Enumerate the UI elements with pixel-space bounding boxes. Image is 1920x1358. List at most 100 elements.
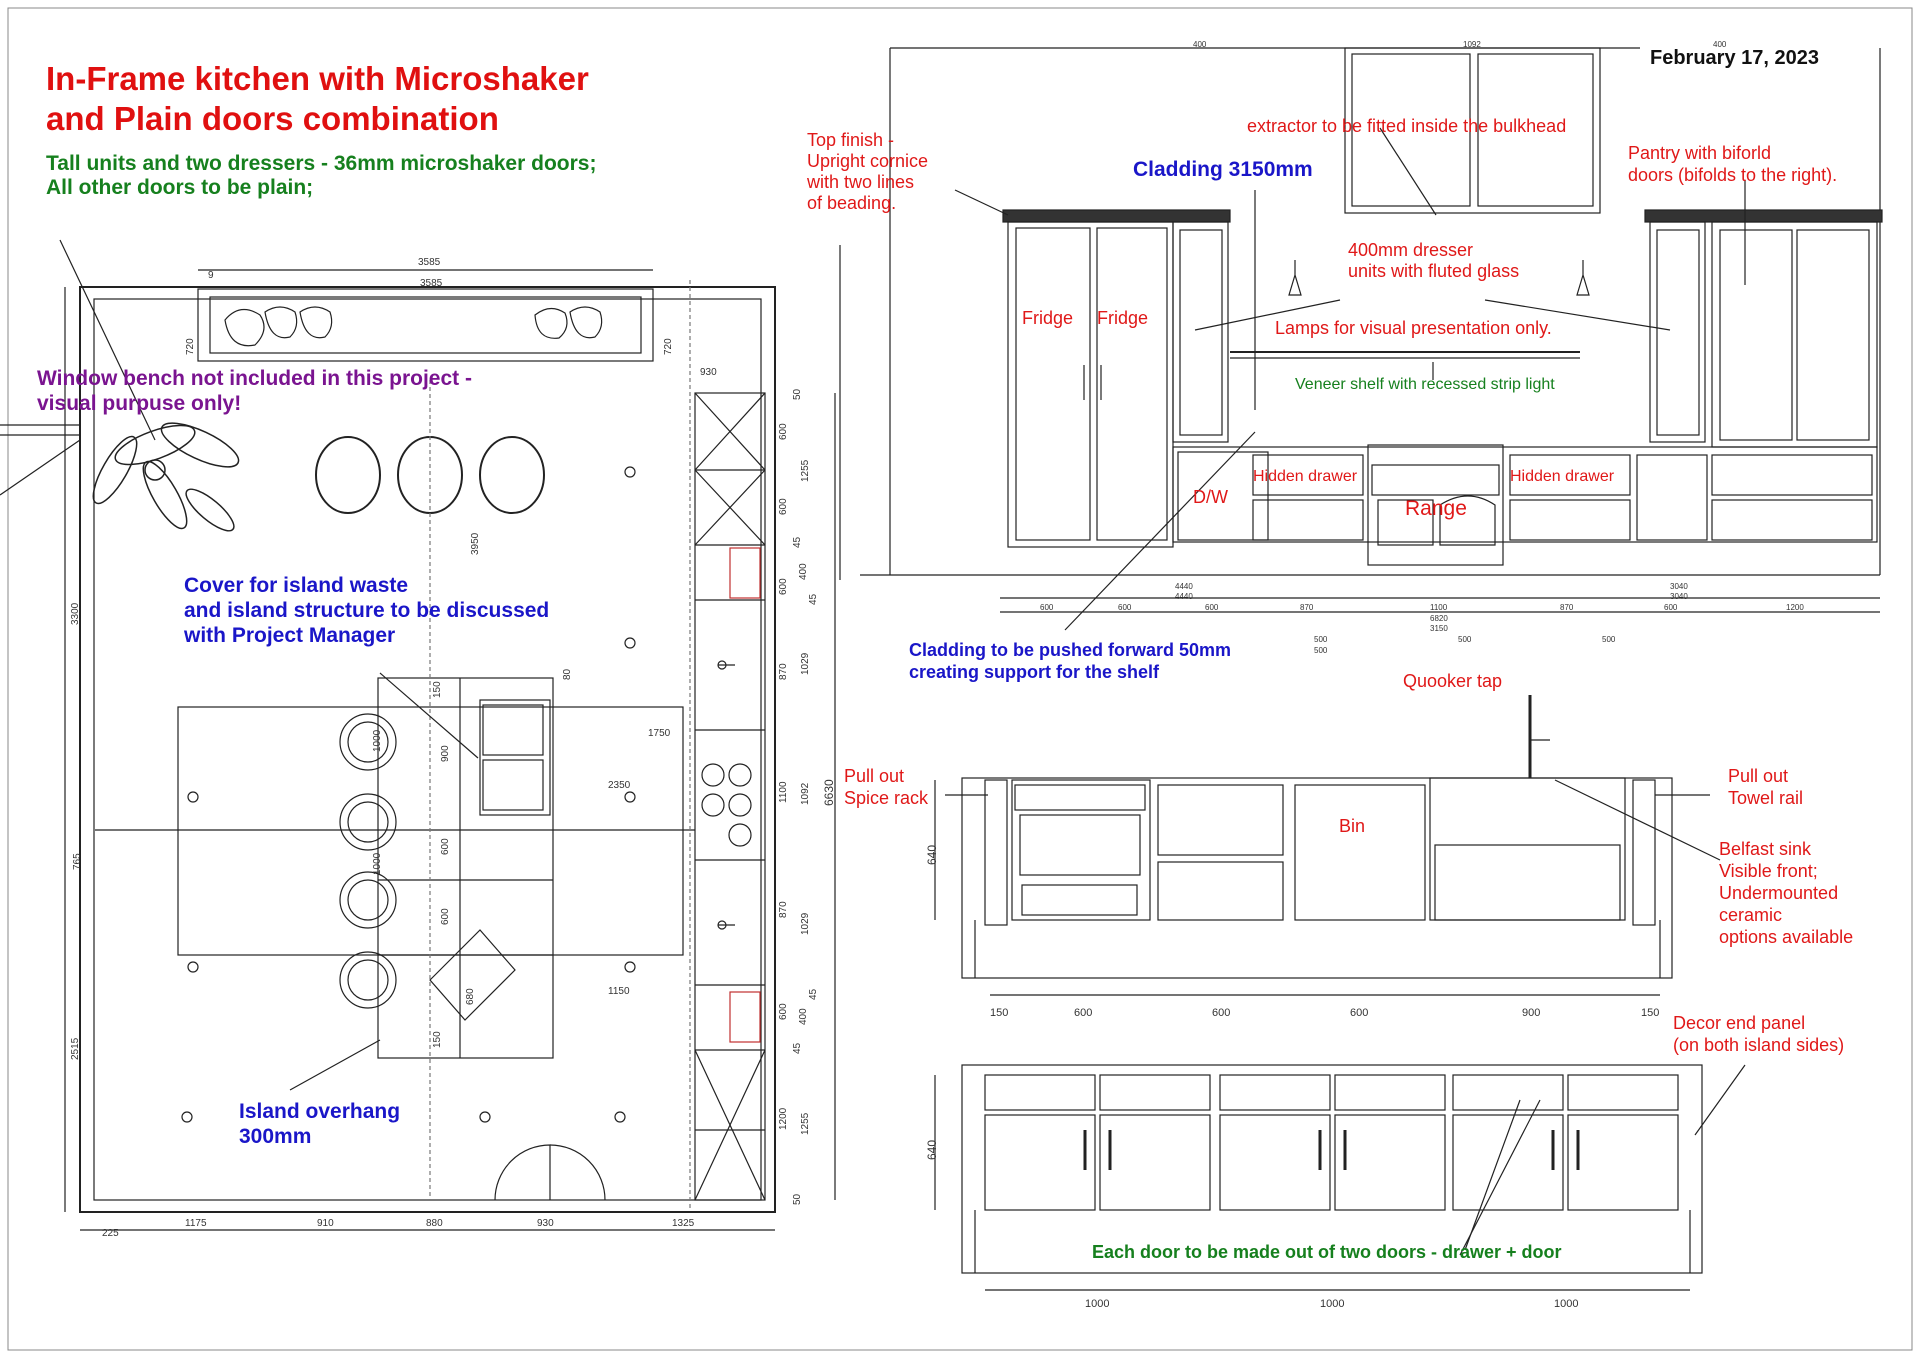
plan-dim: 6630 xyxy=(822,779,836,806)
plan-dim: 600 xyxy=(778,578,789,595)
elev-dim: 500 xyxy=(1314,635,1328,644)
island-back-elevation xyxy=(934,695,1721,996)
cladding-label: Cladding 3150mm xyxy=(1133,158,1313,181)
elev-dim: 870 xyxy=(1300,603,1314,612)
subtitle-line-2: All other doors to be plain; xyxy=(46,176,314,199)
top-finish-line-1: Top finish - xyxy=(807,130,895,150)
dresser-note-line-1: 400mm dresser xyxy=(1348,240,1474,260)
overhang-note-line-2: 300mm xyxy=(239,1125,312,1148)
cladding-note-line-1: Cladding to be pushed forward 50mm xyxy=(909,640,1232,660)
belfast-note-line-2: Visible front; xyxy=(1719,861,1818,881)
island-back-dim: 150 xyxy=(990,1007,1009,1019)
island-note-line-2: and island structure to be discussed xyxy=(184,599,550,622)
extractor-note: extractor to be fitted inside the bulkhe… xyxy=(1247,116,1567,136)
main-wall-elevation xyxy=(839,47,1883,631)
bin-label: Bin xyxy=(1339,816,1366,836)
plan-dim: 1000 xyxy=(372,729,383,752)
fridge-label-2: Fridge xyxy=(1097,308,1149,328)
plan-dim: 1325 xyxy=(672,1218,695,1229)
top-finish-line-3: with two lines xyxy=(807,172,915,192)
pantry-note-line-2: doors (bifolds to the right). xyxy=(1628,165,1838,185)
plan-dim: 50 xyxy=(792,388,803,400)
plan-dim: 600 xyxy=(778,498,789,515)
subtitle-line-1: Tall units and two dressers - 36mm micro… xyxy=(46,152,597,175)
plan-dim: 720 xyxy=(663,338,674,355)
elev-dim: 4440 xyxy=(1175,592,1193,601)
elev-dim: 600 xyxy=(1040,603,1054,612)
fridge-label-1: Fridge xyxy=(1022,308,1074,328)
elev-dim: 500 xyxy=(1602,635,1616,644)
plan-dim: 45 xyxy=(792,536,803,548)
plan-dim: 1750 xyxy=(648,728,671,739)
spice-rack-note-line-1: Pull out xyxy=(844,766,905,786)
plan-dim: 3300 xyxy=(70,602,81,625)
elev-dim: 1200 xyxy=(1786,603,1804,612)
elev-dim: 600 xyxy=(1205,603,1219,612)
island-back-dim: 150 xyxy=(1641,1007,1660,1019)
bench-note-line-2: visual purpuse only! xyxy=(37,392,242,415)
elev-dim: 600 xyxy=(1664,603,1678,612)
towel-rail-note-line-1: Pull out xyxy=(1728,766,1789,786)
plan-dim: 150 xyxy=(432,681,443,698)
range-label: Range xyxy=(1405,497,1467,520)
plan-dim: 1029 xyxy=(800,652,811,675)
plan-dim: 930 xyxy=(537,1218,554,1229)
elev-dim: 400 xyxy=(1193,40,1207,49)
towel-rail-note-line-2: Towel rail xyxy=(1728,788,1804,808)
plan-dim: 880 xyxy=(426,1218,443,1229)
elev-dim: 600 xyxy=(1118,603,1132,612)
dishwasher-label: D/W xyxy=(1193,487,1228,507)
elev-dim: 3040 xyxy=(1670,592,1688,601)
elev-dim: 1100 xyxy=(1430,603,1448,612)
plan-dim: 1100 xyxy=(778,781,789,803)
hidden-drawer-label-2: Hidden drawer xyxy=(1510,468,1615,485)
plan-dim: 45 xyxy=(808,988,819,1000)
elev-dim: 1092 xyxy=(1463,40,1481,49)
overhang-note-line-1: Island overhang xyxy=(239,1100,401,1123)
plan-dim: 1000 xyxy=(372,852,383,875)
floor-plan xyxy=(0,239,836,1231)
island-front-dim: 1000 xyxy=(1554,1298,1579,1310)
island-note-line-3: with Project Manager xyxy=(184,624,396,647)
island-back-dim: 600 xyxy=(1074,1007,1093,1019)
cladding-note-line-2: creating support for the shelf xyxy=(909,662,1160,682)
lamps-note: Lamps for visual presentation only. xyxy=(1275,318,1552,338)
quooker-tap-note: Quooker tap xyxy=(1403,671,1503,691)
belfast-note-line-5: options available xyxy=(1719,927,1854,947)
plan-dim: 720 xyxy=(185,338,196,355)
spice-rack-note-line-2: Spice rack xyxy=(844,788,929,808)
decor-panel-note-line-2: (on both island sides) xyxy=(1673,1035,1845,1055)
elev-dim: 4440 xyxy=(1175,582,1193,591)
plan-dim: 80 xyxy=(562,668,573,680)
title-line-1: In-Frame kitchen with Microshaker xyxy=(46,60,589,97)
elev-dim: 500 xyxy=(1458,635,1472,644)
plan-dim: 1092 xyxy=(800,782,811,805)
plan-dim: 45 xyxy=(808,593,819,605)
plan-dim: 1200 xyxy=(778,1107,789,1130)
plan-dim: 870 xyxy=(778,901,789,918)
bench-note-line-1: Window bench not included in this projec… xyxy=(37,367,472,390)
plan-dim: 9 xyxy=(208,270,214,281)
plan-dim: 3585 xyxy=(418,257,441,268)
plan-dim: 1175 xyxy=(185,1218,207,1229)
plan-dim: 600 xyxy=(778,1003,789,1020)
island-back-dim: 600 xyxy=(1212,1007,1231,1019)
belfast-note-line-1: Belfast sink xyxy=(1719,839,1812,859)
plan-dim: 680 xyxy=(465,988,476,1005)
title-line-2: and Plain doors combination xyxy=(46,100,499,137)
plan-dim: 870 xyxy=(778,663,789,680)
island-front-dim: 1000 xyxy=(1320,1298,1345,1310)
elev-dim: 870 xyxy=(1560,603,1574,612)
belfast-note-line-3: Undermounted xyxy=(1719,883,1839,903)
plan-dim: 910 xyxy=(317,1218,334,1229)
plan-dim: 225 xyxy=(102,1228,119,1239)
belfast-note-line-4: ceramic xyxy=(1719,905,1783,925)
island-front-elevation xyxy=(934,1064,1746,1291)
elev-dim: 400 xyxy=(1713,40,1727,49)
plan-dim: 3585 xyxy=(420,278,443,289)
hidden-drawer-label-1: Hidden drawer xyxy=(1253,468,1358,485)
plan-dim: 150 xyxy=(432,1031,443,1048)
elev-dim: 3040 xyxy=(1670,582,1688,591)
doors-note: Each door to be made out of two doors - … xyxy=(1092,1242,1562,1262)
